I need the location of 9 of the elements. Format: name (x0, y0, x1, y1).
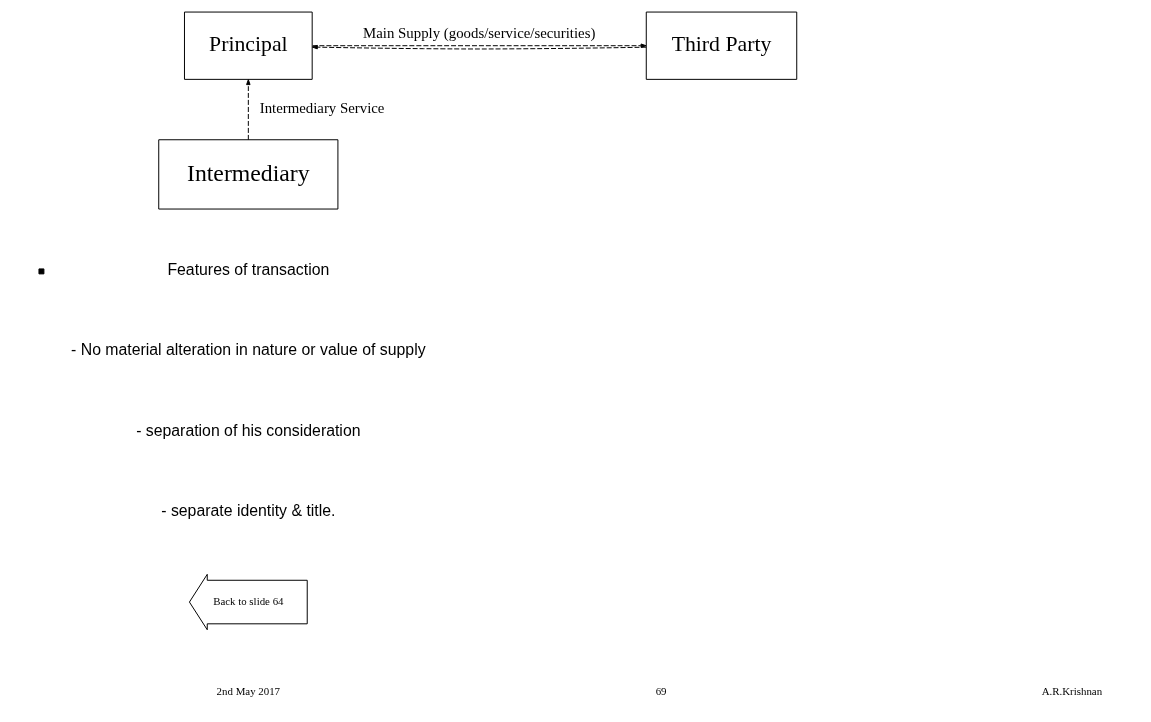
label: A.R.Krishnan (1041, 684, 1103, 697)
label: - separate identity & title. (161, 501, 336, 519)
label: - No material alteration in nature or value of supply (71, 341, 426, 359)
label: - separation of his consideration (136, 421, 361, 439)
label: Features of transaction (167, 261, 330, 279)
edge-label: Main Supply (goods/service/securities) (363, 24, 596, 41)
label: 2nd May 2017 (216, 684, 281, 697)
label: 69 (655, 684, 667, 697)
edge-label: Intermediary Service (259, 100, 385, 117)
